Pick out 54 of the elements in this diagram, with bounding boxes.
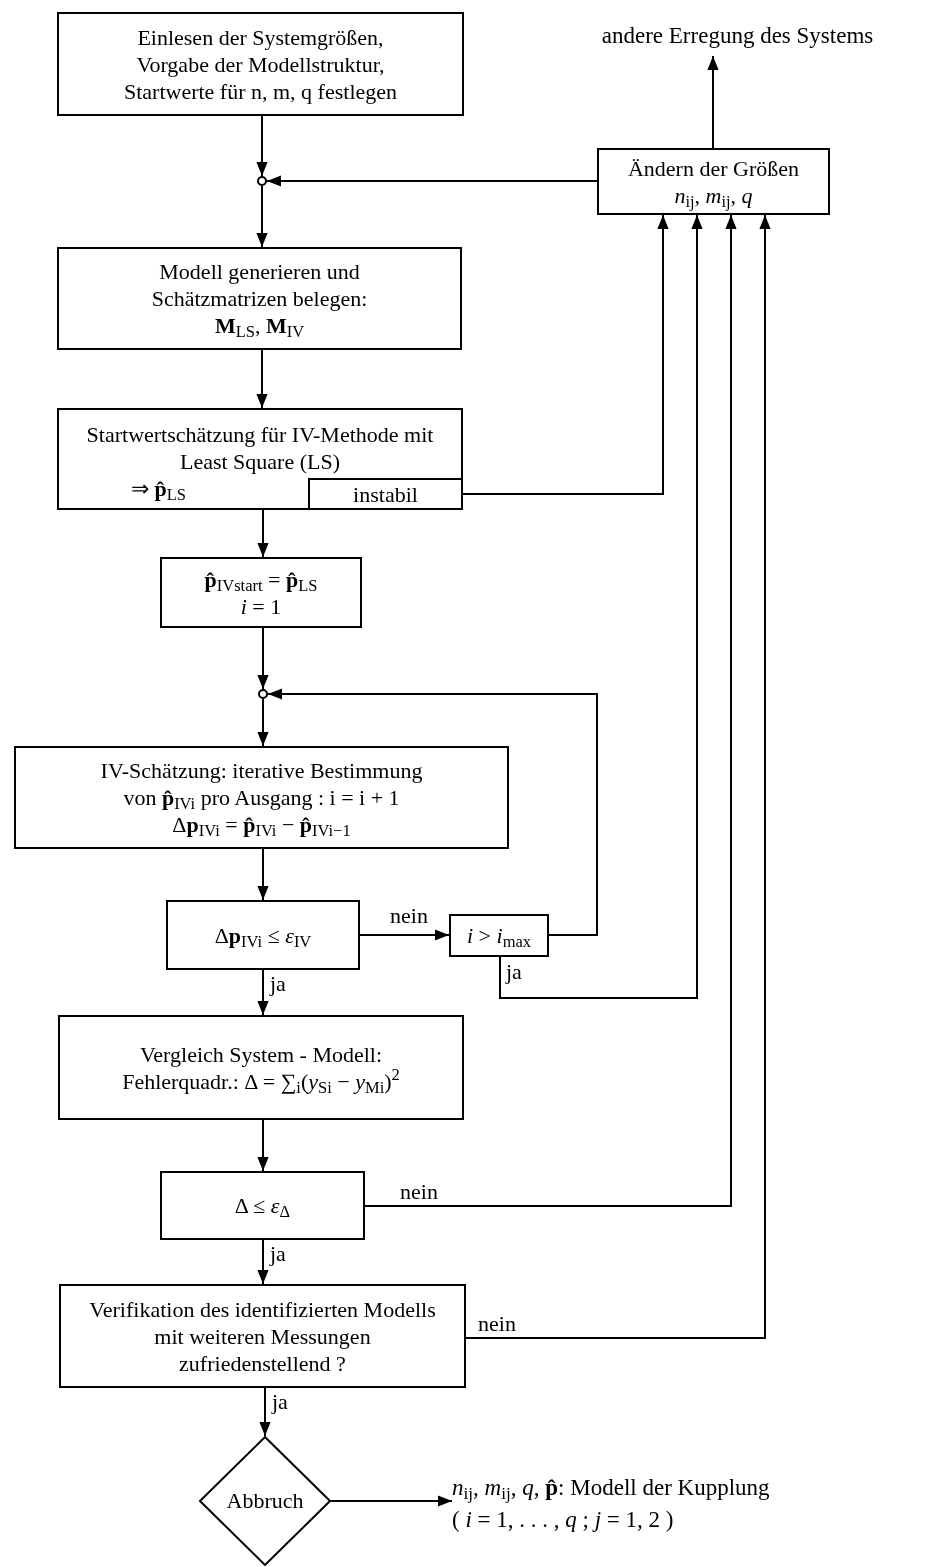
connector-arrow	[257, 848, 269, 901]
connector-arrow	[266, 175, 598, 187]
box-text: Vergleich System - Modell:	[139, 1040, 383, 1068]
connector-arrow	[257, 627, 269, 690]
process-box	[57, 12, 464, 116]
annotation-text: ( i = 1, . . . , q ; j = 1, 2 )	[452, 1506, 674, 1534]
process-box	[57, 408, 463, 510]
connector-arrow	[256, 185, 268, 248]
connector-arrow	[359, 929, 450, 941]
process-box	[57, 247, 462, 350]
box-text: Δp$_{IVi}$ = p̂$_{IVi}$ − p̂$_{IVi−1}$	[172, 811, 351, 838]
box-text: i > i$_{max}$	[466, 922, 532, 949]
diamond-text: Abbruch	[226, 1487, 304, 1515]
box-text: Fehlerquadr.: Δ = ∑$_{i}$(y$_{Si}$ − y$_{Mi}$)$^{2}$	[122, 1067, 400, 1095]
box-text: Verifikation des identifizierten Modells mit weiteren Messungen zufriedenstellend ?	[88, 1295, 437, 1377]
box-text: Einlesen der Systemgrößen, Vorgabe der Modellstruktur, Startwerte für n, m, q festlegen	[122, 23, 399, 105]
box-text: n$_{ij}$, m$_{ij}$, q	[674, 181, 753, 209]
connector-arrow	[267, 688, 598, 936]
box-text: Modell generieren und Schätzmatrizen belegen:	[150, 258, 369, 312]
connector-arrow	[499, 214, 703, 999]
connector-arrow	[257, 509, 269, 558]
connector-arrow	[257, 698, 269, 747]
annotation-text: n$_{ij}$, m$_{ij}$, q, p̂: Modell der Kupplung	[452, 1474, 770, 1504]
process-box	[160, 557, 362, 628]
process-box	[449, 914, 549, 957]
connector-arrow	[256, 349, 268, 409]
status-box	[308, 478, 463, 510]
connector-arrow	[462, 214, 669, 495]
connector-arrow	[364, 214, 737, 1207]
box-text: ⇒ p̂$_{LS}$	[131, 474, 186, 502]
process-box	[166, 900, 360, 970]
box-text: M$_{LS}$, M$_{IV}$	[214, 312, 305, 339]
connector-arrow	[257, 969, 269, 1016]
connector-arrow	[330, 1495, 453, 1507]
connector-arrow	[707, 55, 719, 149]
box-text: Δp$_{IVi}$ ≤ ε$_{IV}$	[214, 921, 312, 949]
process-box	[160, 1171, 365, 1240]
box-text: Startwertschätzung für IV-Methode mit Least Square (LS)	[85, 420, 435, 475]
box-text: Ändern der Größen	[627, 154, 800, 182]
connector-arrow	[257, 1239, 269, 1285]
box-text: instabil	[353, 480, 418, 508]
connector-arrow	[257, 1119, 269, 1172]
connector-arrow	[465, 214, 771, 1339]
box-text: Δ ≤ ε$_{Δ}$	[234, 1192, 291, 1219]
connector-arrow	[256, 115, 268, 177]
box-text: p̂$_{IVstart}$ = p̂$_{LS}$	[204, 565, 318, 593]
box-text: i = 1	[240, 592, 282, 620]
annotation-text: andere Erregung des Systems	[601, 22, 874, 50]
connector-arrow	[259, 1387, 271, 1437]
process-box	[14, 746, 509, 849]
decision-diamond	[199, 1436, 331, 1566]
process-box	[597, 148, 830, 215]
process-box	[59, 1284, 466, 1388]
process-box	[58, 1015, 464, 1120]
